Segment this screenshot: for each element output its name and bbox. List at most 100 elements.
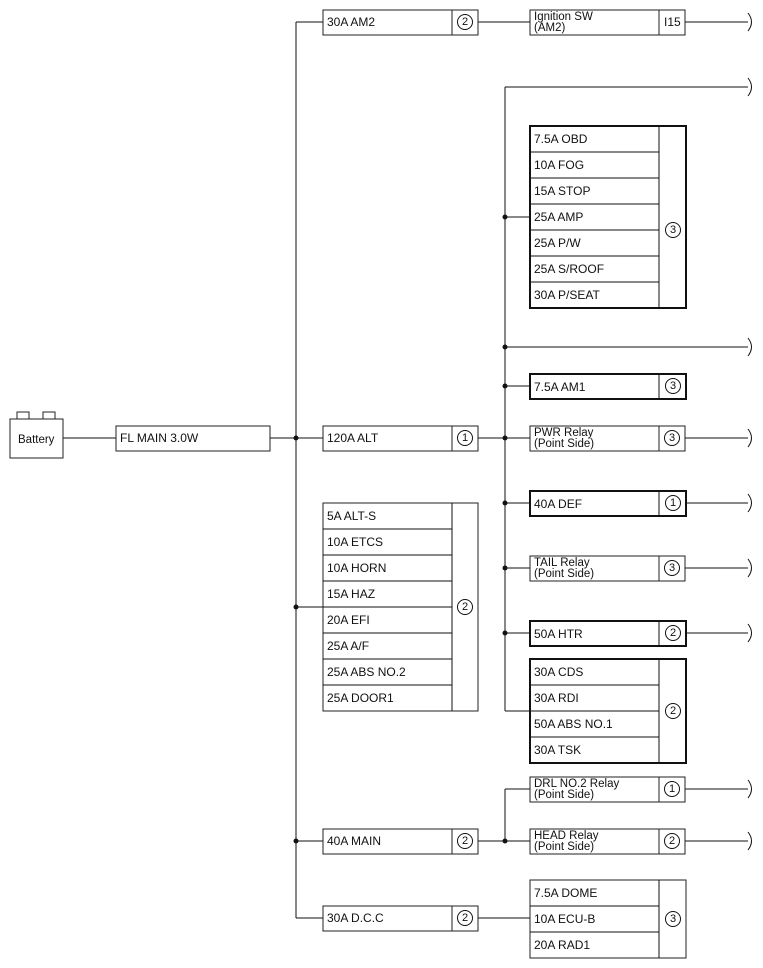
break-mark bbox=[747, 77, 752, 97]
fuse-label: 25A DOOR1 bbox=[327, 691, 394, 705]
fuse-block-2: 30A CDS 30A RDI 50A ABS NO.1 30A TSK 2 bbox=[529, 658, 687, 764]
fuse-box bbox=[322, 905, 453, 932]
fuse-label: 30A RDI bbox=[534, 691, 579, 705]
fuse-label: 50A ABS NO.1 bbox=[534, 717, 613, 731]
badge-circle bbox=[457, 14, 473, 30]
connector-breaks bbox=[747, 12, 752, 851]
battery-box bbox=[9, 418, 64, 459]
fuse-label: 7.5A DOME bbox=[534, 886, 597, 900]
fuse-label: 20A RAD1 bbox=[534, 938, 590, 952]
fuse-box bbox=[322, 425, 453, 452]
fuse-htr: 50A HTR 2 bbox=[529, 620, 687, 647]
break-mark bbox=[747, 12, 752, 32]
connector-box bbox=[529, 9, 660, 36]
badge-number: 1 bbox=[670, 497, 676, 509]
fuse-label: 10A ECU-B bbox=[534, 912, 595, 926]
fuse-label: 40A DEF bbox=[534, 497, 582, 511]
relay-box bbox=[529, 555, 660, 582]
relay-box bbox=[529, 776, 660, 803]
badge-circle bbox=[457, 599, 473, 615]
badge-number: 2 bbox=[462, 835, 468, 847]
main-fuse-label: FL MAIN 3.0W bbox=[120, 431, 199, 445]
terminal-cell bbox=[658, 9, 686, 36]
fuse-label: 120A ALT bbox=[327, 431, 379, 445]
battery: Battery bbox=[9, 411, 64, 459]
fuse-label: 50A HTR bbox=[534, 627, 583, 641]
fuse-label: 30A D.C.C bbox=[327, 911, 384, 925]
badge-circle bbox=[664, 833, 680, 849]
break-mark bbox=[747, 623, 752, 643]
badge-circle bbox=[664, 781, 680, 797]
pwr-relay: PWR Relay (Point Side) 3 bbox=[529, 425, 686, 452]
badge-number: 2 bbox=[462, 16, 468, 28]
main-fuse-box bbox=[115, 425, 271, 452]
relay-label-line2: (Point Side) bbox=[534, 568, 594, 580]
battery-label: Battery bbox=[18, 434, 55, 446]
badge-circle bbox=[664, 430, 680, 446]
connector-label-line1: Ignition SW bbox=[534, 11, 593, 23]
fuse-block-left: 5A ALT-S 10A ETCS 10A HORN 15A HAZ 20A E… bbox=[322, 502, 479, 712]
badge-number: 1 bbox=[669, 783, 675, 795]
relay-label-line1: HEAD Relay bbox=[534, 830, 599, 842]
fuse-label: 10A HORN bbox=[327, 561, 386, 575]
relay-label-line1: PWR Relay bbox=[534, 427, 594, 439]
relay-label-line1: TAIL Relay bbox=[534, 557, 590, 569]
junction-dot bbox=[293, 604, 299, 610]
fuse-box bbox=[529, 620, 687, 647]
fuse-label: 30A CDS bbox=[534, 665, 583, 679]
junction-dot bbox=[502, 838, 508, 844]
fuse-main: 40A MAIN 2 bbox=[322, 828, 479, 855]
junction-dot bbox=[502, 565, 508, 571]
battery-terminal bbox=[42, 411, 56, 420]
fuse-label: 25A AMP bbox=[534, 210, 583, 224]
fuse-label: 25A A/F bbox=[327, 639, 369, 653]
fuse-label: 10A FOG bbox=[534, 158, 584, 172]
junction-dot bbox=[502, 630, 508, 636]
fuse-am1: 7.5A AM1 3 bbox=[529, 373, 687, 400]
relay-label-line2: (Point Side) bbox=[534, 438, 594, 450]
fuse-label: 30A TSK bbox=[534, 743, 581, 757]
badge-number: 1 bbox=[462, 432, 468, 444]
badge-circle bbox=[457, 833, 473, 849]
ignition-sw: Ignition SW (AM2) I15 bbox=[529, 9, 686, 36]
junction-dots bbox=[293, 214, 508, 844]
fuse-label: 5A ALT-S bbox=[327, 509, 376, 523]
fuse-label: 25A S/ROOF bbox=[534, 262, 604, 276]
badge-number: 2 bbox=[669, 835, 675, 847]
break-mark bbox=[747, 428, 752, 448]
fuse-am2: 30A AM2 2 bbox=[322, 9, 479, 36]
head-relay: HEAD Relay (Point Side) 2 bbox=[529, 828, 686, 855]
junction-dot bbox=[502, 435, 508, 441]
fuse-box bbox=[322, 9, 453, 36]
badge-number: 2 bbox=[670, 705, 676, 717]
fuse-box bbox=[529, 373, 687, 400]
badge-circle bbox=[665, 911, 681, 927]
relay-label-line1: DRL NO.2 Relay bbox=[534, 778, 619, 790]
badge-circle bbox=[665, 222, 681, 238]
fuse-label: 25A ABS NO.2 bbox=[327, 665, 406, 679]
fuse-box bbox=[322, 828, 453, 855]
junction-dot bbox=[502, 383, 508, 389]
badge-number: 3 bbox=[670, 224, 676, 236]
terminal-label: I15 bbox=[664, 15, 681, 29]
fuse-block-1: 7.5A OBD 10A FOG 15A STOP 25A AMP 25A P/… bbox=[529, 125, 687, 309]
drl-relay: DRL NO.2 Relay (Point Side) 1 bbox=[529, 776, 686, 803]
fuse-label: 7.5A AM1 bbox=[534, 380, 586, 394]
break-mark bbox=[747, 779, 752, 799]
fuse-label: 30A P/SEAT bbox=[534, 288, 600, 302]
relay-box bbox=[529, 425, 660, 452]
junction-dot bbox=[293, 838, 299, 844]
badge-circle bbox=[665, 378, 681, 394]
junction-dot bbox=[502, 214, 508, 220]
connector-label-line2: (AM2) bbox=[534, 22, 565, 34]
badge-number: 2 bbox=[462, 912, 468, 924]
break-mark bbox=[747, 337, 752, 357]
break-mark bbox=[747, 493, 752, 513]
wiring bbox=[63, 21, 748, 919]
tail-relay: TAIL Relay (Point Side) 3 bbox=[529, 555, 686, 582]
break-mark bbox=[747, 558, 752, 578]
badge-number: 3 bbox=[669, 432, 675, 444]
fuse-label: 30A AM2 bbox=[327, 15, 375, 29]
fuse-box bbox=[529, 490, 687, 517]
